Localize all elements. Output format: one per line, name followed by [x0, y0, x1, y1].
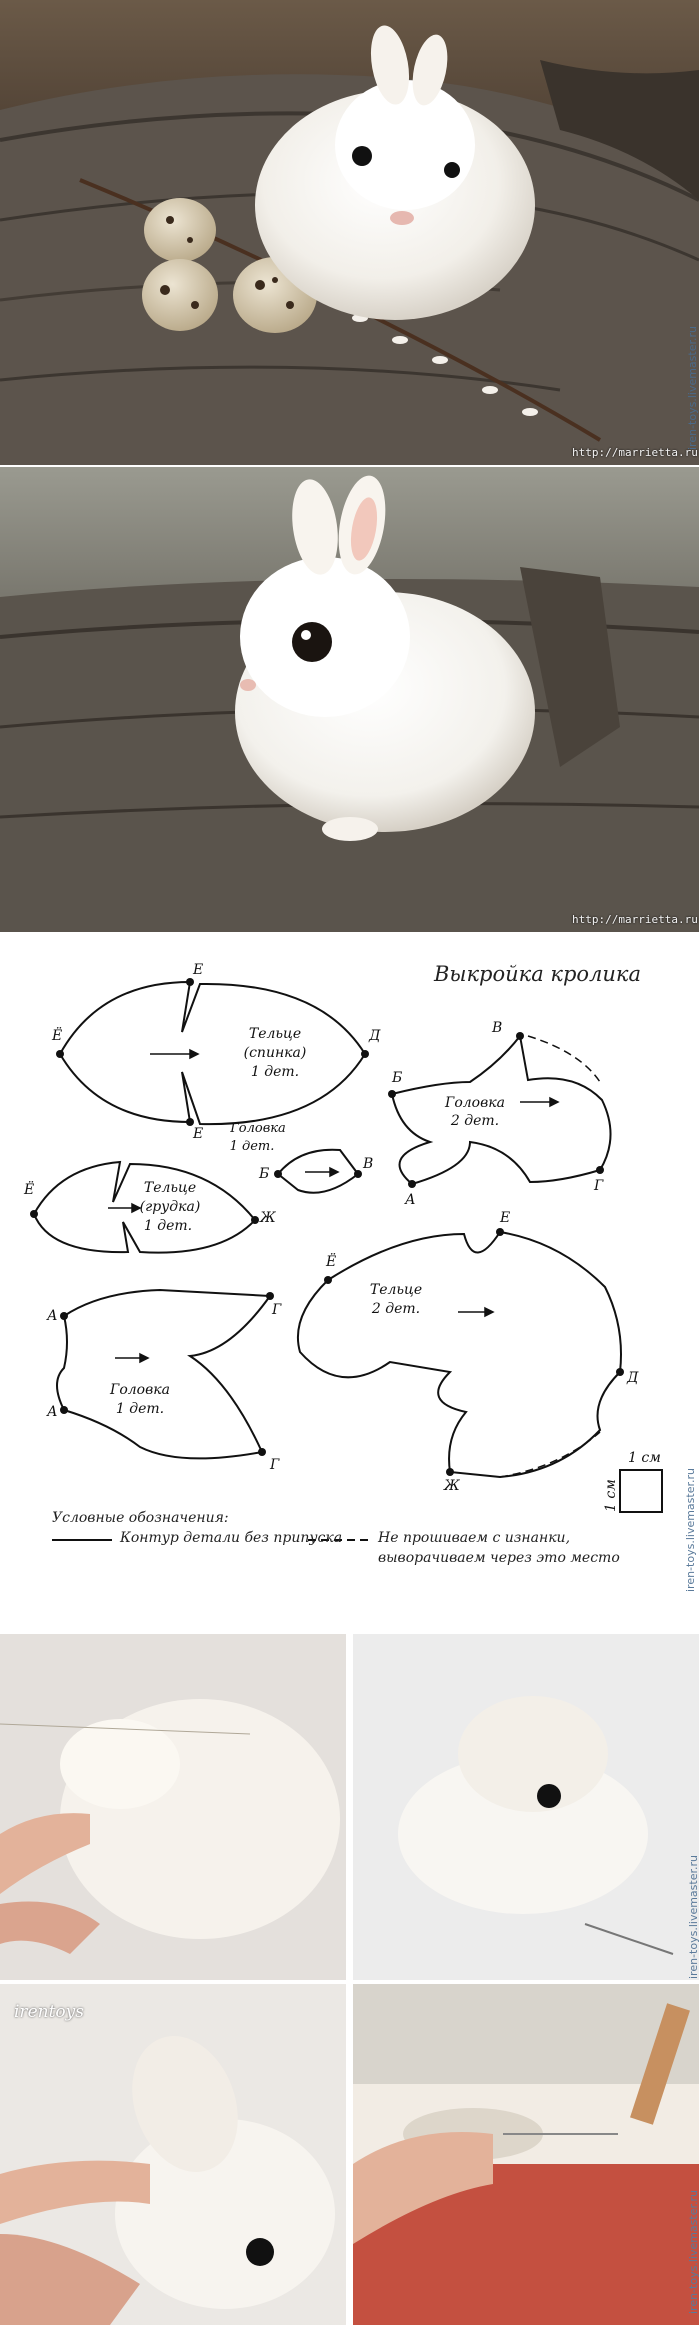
photo-felting-needle: iren-toys.livemaster.ru	[353, 1984, 699, 2325]
watermark-url: http://marrietta.ru	[572, 446, 698, 459]
watermark-side-bottom-1: iren-toys.livemaster.ru	[687, 1855, 699, 1979]
label-nose-1: Головка	[229, 1121, 286, 1136]
letter-d: Д	[368, 1028, 381, 1044]
photo-bunny-on-stump: http://marrietta.ru	[0, 467, 699, 932]
letter-g-head-bottom: Г	[269, 1457, 280, 1473]
legend-heading: Условные обозначения:	[52, 1510, 229, 1526]
letter-e-bottom: Е	[192, 1126, 203, 1142]
letter-yo: Ё	[51, 1026, 62, 1044]
label-body-back-2: (спинка)	[244, 1045, 307, 1061]
label-body-back-3: 1 дет.	[251, 1064, 299, 1080]
letter-b-nose: Б	[258, 1166, 269, 1182]
letter-d-body: Д	[626, 1370, 639, 1386]
legend-dashed-label-1: Не прошиваем с изнанки,	[378, 1530, 571, 1546]
label-chest-3: 1 дет.	[144, 1218, 192, 1234]
letter-a-head: А	[404, 1192, 416, 1208]
label-head-left-1: Головка	[109, 1382, 170, 1398]
legend-solid-label: Контур детали без припуска	[120, 1530, 343, 1546]
scale-height-label: 1 см	[603, 1479, 619, 1512]
legend-dashed-label-2: выворачиваем через это место	[378, 1550, 620, 1566]
watermark-url-2: http://marrietta.ru	[572, 913, 698, 926]
letter-v-head: В	[491, 1020, 502, 1036]
label-body-back-1: Тельце	[249, 1026, 301, 1042]
watermark-side-pattern: iren-toys.livemaster.ru	[684, 1468, 697, 1592]
irentoys-logo: irentoys	[14, 2002, 84, 2022]
label-nose-2: 1 дет.	[230, 1139, 275, 1154]
photo-bunny-with-eggs: http://marrietta.ru iren-toys.livemaster…	[0, 0, 699, 465]
letter-a-head-top: А	[46, 1308, 58, 1324]
label-chest-2: (грудка)	[140, 1199, 201, 1215]
sewing-pattern: Выкройка кролика	[0, 932, 699, 1632]
label-chest-1: Тельце	[144, 1180, 196, 1196]
label-head-right-2: 2 дет.	[450, 1113, 499, 1129]
letter-g-head: Г	[593, 1178, 604, 1194]
letter-b-head: Б	[391, 1070, 402, 1086]
letter-zh-body: Ж	[443, 1478, 461, 1494]
label-head-left-2: 1 дет.	[116, 1401, 164, 1417]
letter-g-head-top: Г	[271, 1302, 282, 1318]
letter-e-body: Е	[499, 1210, 510, 1226]
label-head-right-1: Головка	[444, 1095, 505, 1111]
pattern-title: Выкройка кролика	[433, 962, 641, 986]
letter-v-nose: В	[362, 1156, 373, 1172]
letter-yo-body: Ё	[325, 1252, 336, 1270]
photo-bunny-assembled: iren-toys.livemaster.ru	[353, 1634, 699, 1980]
letter-a-head-bottom: А	[46, 1404, 58, 1420]
label-body-1: Тельце	[370, 1282, 422, 1298]
scale-width-label: 1 см	[628, 1450, 661, 1466]
letter-yo-chest: Ё	[23, 1180, 34, 1198]
watermark-side-bottom-2: iren-toys.livemaster.ru	[687, 2190, 699, 2314]
photo-sewing-hand	[0, 1634, 346, 1980]
watermark-side: iren-toys.livemaster.ru	[686, 326, 699, 450]
photo-ear-shaping: irentoys	[0, 1984, 346, 2325]
letter-zh-chest: Ж	[259, 1210, 277, 1226]
letter-e-top: Е	[192, 962, 203, 978]
label-body-2: 2 дет.	[371, 1301, 420, 1317]
